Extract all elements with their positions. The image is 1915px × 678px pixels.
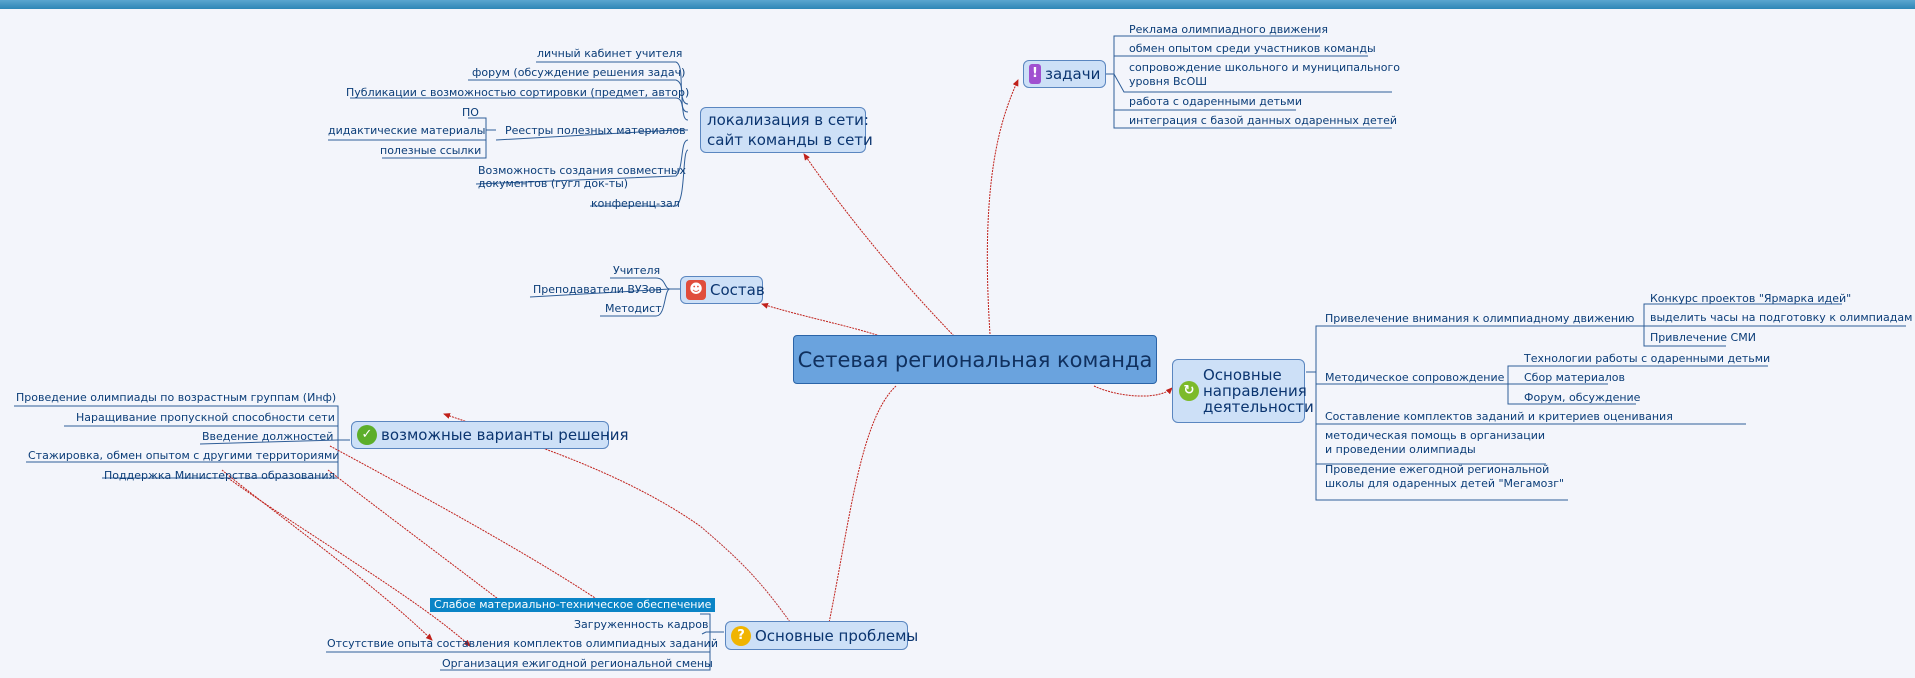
zadachi-item-0[interactable]: Реклама олимпиадного движения: [1129, 23, 1329, 36]
checkmark-icon: ✓: [357, 425, 377, 445]
lokal-item-9[interactable]: конференц-зал: [591, 197, 680, 210]
lokal-item-8[interactable]: документов (гугл док-ты): [478, 177, 629, 190]
problemy-item-3[interactable]: Организация ежигодной региональной смены: [442, 657, 713, 670]
zadachi-item-3[interactable]: уровня ВсОШ: [1129, 75, 1208, 88]
sostav-item-2[interactable]: Методист: [605, 302, 662, 315]
topic-napravleniya-label: Основные направления деятельности: [1203, 367, 1314, 415]
problemy-item-1[interactable]: Загруженность кадров: [574, 618, 709, 631]
lokal-item-6[interactable]: полезные ссылки: [380, 144, 482, 157]
napr-item-4[interactable]: Методическое сопровождение: [1325, 371, 1505, 384]
topic-zadachi[interactable]: ! задачи: [1023, 60, 1106, 88]
napr-item-8[interactable]: Составление комплектов заданий и критери…: [1325, 410, 1673, 423]
topic-sostav-label: Состав: [710, 281, 765, 299]
refresh-icon: ↻: [1179, 381, 1199, 401]
varianty-item-1[interactable]: Наращивание пропускной способности сети: [76, 411, 335, 424]
central-topic-label: Сетевая региональная команда: [797, 347, 1153, 372]
top-bar: [0, 0, 1915, 9]
napr-item-6[interactable]: Сбор материалов: [1524, 371, 1626, 384]
napr-item-5[interactable]: Технологии работы с одаренными детьми: [1524, 352, 1771, 365]
napr-item-3[interactable]: Привлечение СМИ: [1650, 331, 1756, 344]
lokal-item-3[interactable]: Реестры полезных материалов: [505, 124, 686, 137]
napr-item-9[interactable]: методическая помощь в организации: [1325, 429, 1545, 442]
problemy-item-2[interactable]: Отсутствие опыта составления комплектов …: [327, 637, 718, 650]
topic-lokal-line2: сайт команды в сети: [707, 131, 873, 149]
topic-zadachi-label: задачи: [1045, 65, 1101, 83]
napr-line1: Основные: [1203, 366, 1282, 384]
problemy-item-0[interactable]: Слабое материально-техническое обеспечен…: [430, 598, 716, 612]
zadachi-item-2[interactable]: сопровождение школьного и муниципального: [1129, 61, 1400, 74]
lokal-item-2[interactable]: Публикации с возможностью сортировки (пр…: [346, 86, 690, 99]
zadachi-item-4[interactable]: работа с одаренными детьми: [1129, 95, 1302, 108]
topic-napravleniya[interactable]: ↻ Основные направления деятельности: [1172, 359, 1314, 423]
person-icon: ☻: [686, 280, 706, 300]
zadachi-item-5[interactable]: интеграция с базой данных одаренных дете…: [1129, 114, 1398, 127]
topic-lokal-line1: локализация в сети:: [707, 111, 869, 129]
lokal-item-7[interactable]: Возможность создания совместных: [478, 164, 687, 177]
lokal-item-0[interactable]: личный кабинет учителя: [537, 47, 683, 60]
lokal-item-4[interactable]: ПО: [462, 106, 479, 119]
napr-line2: направления: [1203, 382, 1307, 400]
topic-lokal[interactable]: локализация в сети: сайт команды в сети: [700, 107, 873, 153]
zadachi-item-1[interactable]: обмен опытом среди участников команды: [1129, 42, 1376, 55]
varianty-item-0[interactable]: Проведение олимпиады по возрастным групп…: [16, 391, 337, 404]
napr-item-12[interactable]: школы для одаренных детей "Мегамозг": [1325, 477, 1565, 490]
topic-sostav[interactable]: ☻ Состав: [680, 276, 765, 304]
napr-item-0[interactable]: Привелечение внимания к олимпиадному дви…: [1325, 312, 1635, 325]
sostav-item-0[interactable]: Учителя: [613, 264, 661, 277]
napr-item-2[interactable]: выделить часы на подготовку к олимпиадам: [1650, 311, 1913, 324]
napr-item-10[interactable]: и проведении олимпиады: [1325, 443, 1476, 456]
napr-item-11[interactable]: Проведение ежегодной региональной: [1325, 463, 1550, 476]
topic-problemy[interactable]: ? Основные проблемы: [725, 621, 918, 650]
napr-item-7[interactable]: Форум, обсуждение: [1524, 391, 1641, 404]
exclamation-icon: !: [1029, 64, 1041, 84]
sostav-item-1[interactable]: Преподаватели ВУЗов: [533, 283, 662, 296]
topic-varianty[interactable]: ✓ возможные варианты решения: [351, 421, 629, 449]
napr-line3: деятельности: [1203, 398, 1314, 416]
lokal-item-1[interactable]: форум (обсуждение решения задач): [472, 66, 686, 79]
question-icon: ?: [731, 625, 751, 646]
central-topic[interactable]: Сетевая региональная команда: [793, 335, 1157, 384]
varianty-item-3[interactable]: Стажировка, обмен опытом с другими терри…: [28, 449, 340, 462]
topic-problemy-label: Основные проблемы: [755, 626, 919, 645]
varianty-item-2[interactable]: Введение должностей: [202, 430, 334, 443]
napr-item-1[interactable]: Конкурс проектов "Ярмарка идей": [1650, 292, 1852, 305]
topic-varianty-label: возможные варианты решения: [381, 426, 629, 444]
lokal-item-5[interactable]: дидактические материалы: [328, 124, 486, 137]
varianty-item-4[interactable]: Поддержка Министерства образования: [104, 469, 336, 482]
